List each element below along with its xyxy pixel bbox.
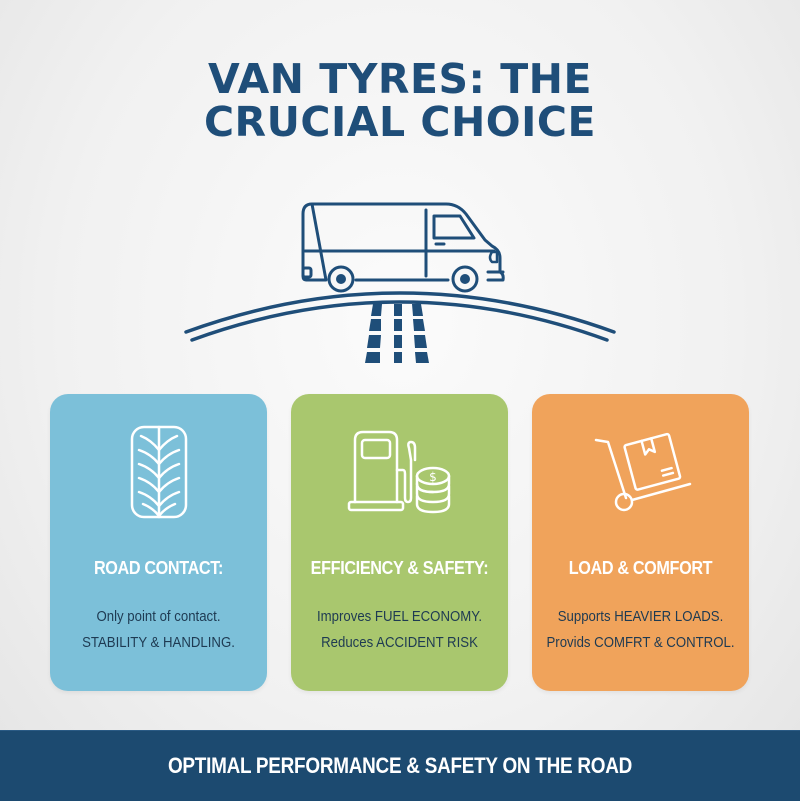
footer-banner: OPTIMAL PERFORMANCE & SAFETY ON THE ROAD [0, 730, 800, 801]
fuel-pump-coins-icon: $ [347, 430, 450, 514]
card-body-line-1: Supports HEAVIER LOADS. [557, 608, 724, 625]
tyre-tread-icon [130, 425, 187, 519]
card-body-line-1: Only point of contact. [96, 608, 221, 625]
card-body: Supports HEAVIER LOADS. Provids COMFRT &… [534, 604, 746, 656]
card-heading: LOAD & COMFORT [568, 558, 713, 578]
hero-illustration [170, 190, 630, 370]
card-body-line-2: STABILITY & HANDLING. [82, 634, 235, 651]
page-title: VAN TYRES: THE CRUCIAL CHOICE [0, 58, 800, 144]
footer-text: OPTIMAL PERFORMANCE & SAFETY ON THE ROAD [167, 753, 633, 778]
title-line-2: CRUCIAL CHOICE [203, 98, 597, 146]
hand-truck-box-icon [594, 432, 691, 512]
card-body-line-1: Improves FUEL ECONOMY. [316, 608, 483, 625]
card-heading: EFFICIENCY & SAFETY: [310, 558, 489, 578]
card-load-comfort: LOAD & COMFORT Supports HEAVIER LOADS. P… [532, 394, 749, 691]
svg-text:$: $ [429, 470, 437, 484]
card-heading: ROAD CONTACT: [93, 558, 224, 578]
card-road-contact: ROAD CONTACT: Only point of contact. STA… [50, 394, 267, 691]
van-on-road-icon [184, 202, 616, 363]
title-line-1: VAN TYRES: THE [208, 55, 592, 103]
card-efficiency-safety: $ EFFICIENCY & SAFETY: Improves FUEL ECO… [291, 394, 508, 691]
card-body-line-2: Reduces ACCIDENT RISK [321, 634, 478, 651]
card-body: Only point of contact. STABILITY & HANDL… [52, 604, 264, 656]
card-body: Improves FUEL ECONOMY. Reduces ACCIDENT … [293, 604, 505, 656]
card-body-line-2: Provids COMFRT & CONTROL. [546, 634, 735, 651]
